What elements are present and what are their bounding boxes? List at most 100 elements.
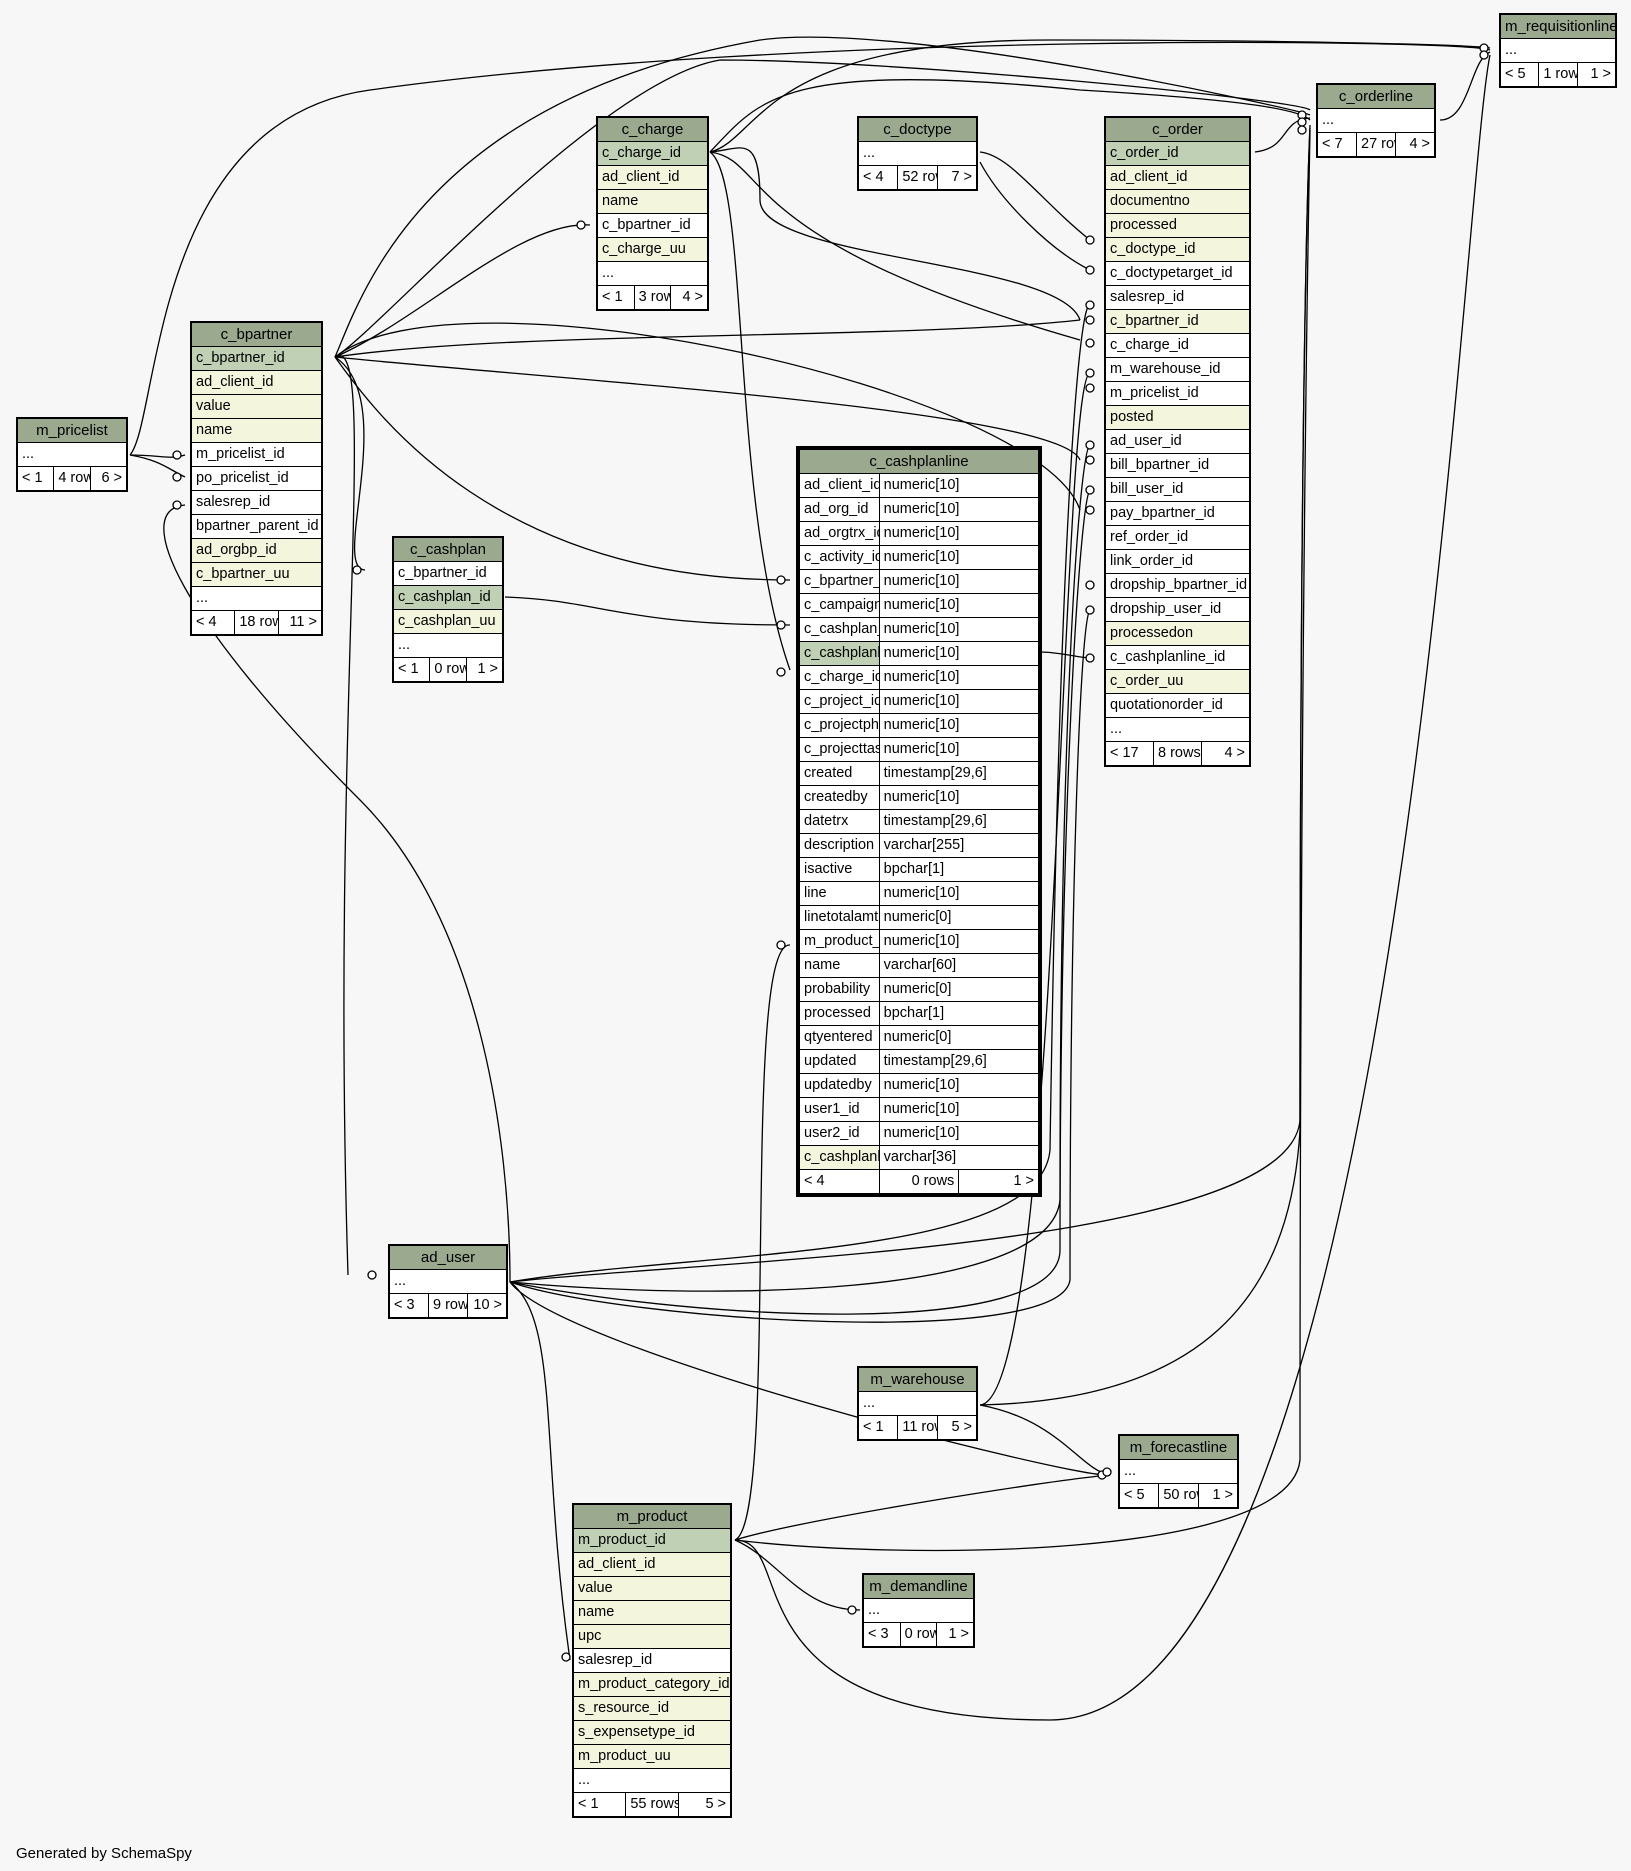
column-name: user2_id [799,1121,880,1146]
table-title: ad_user [389,1245,507,1270]
column-name: processed [799,1001,880,1026]
column-row: c_charge_uu [597,237,708,262]
column-row: ... [17,442,127,467]
column-row: ref_order_id [1105,525,1250,550]
table-m-product[interactable]: m_product m_product_id ad_client_id valu… [572,1503,732,1818]
column-name: ad_orgtrx_id [799,521,880,546]
row-count: 18 rows [234,610,279,635]
table-title: c_orderline [1317,84,1435,109]
column-row: c_bpartner_id [393,561,503,586]
column-type: numeric[10] [878,929,1040,954]
parents-count: < 1 [857,1415,899,1440]
column-row: processed [1105,213,1250,238]
column-row: ad_client_id [1105,165,1250,190]
column-name: c_projecttask_id [799,737,880,762]
table-c-cashplan[interactable]: c_cashplan c_bpartner_id c_cashplan_id c… [392,536,504,683]
children-count: 10 > [467,1293,507,1318]
column-row: bill_bpartner_id [1105,453,1250,478]
column-name: name [799,953,880,978]
row-count: 55 rows [625,1792,679,1817]
parents-count: < 5 [1499,62,1540,87]
column-type: numeric[10] [878,881,1040,906]
column-name: linetotalamt [799,905,880,930]
parents-count: < 1 [16,466,55,491]
column-row: c_charge_id [597,141,708,166]
parents-count: < 3 [389,1293,429,1318]
column-row: ad_client_id [573,1552,731,1577]
children-count: 7 > [936,165,978,190]
row-count: 27 rows [1356,132,1396,157]
column-row: ad_client_id [191,370,322,395]
children-count: 5 > [936,1415,978,1440]
table-c-charge[interactable]: c_charge c_charge_id ad_client_id name c… [596,116,709,311]
children-count: 1 > [958,1169,1039,1194]
column-row: name [573,1600,731,1625]
table-c-bpartner[interactable]: c_bpartner c_bpartner_id ad_client_id va… [190,321,323,636]
column-row: processedon [1105,621,1250,646]
column-row: c_bpartner_id [191,346,322,371]
column-type: timestamp[29,6] [878,1049,1040,1074]
column-name: probability [799,977,880,1002]
column-row: m_pricelist_id [191,442,322,467]
table-title: m_demandline [863,1574,974,1599]
parents-count: < 3 [863,1622,901,1647]
column-row: name [597,189,708,214]
column-type: numeric[10] [878,617,1040,642]
table-c-order[interactable]: c_order c_order_id ad_client_id document… [1104,116,1251,767]
column-row: ... [858,1391,977,1416]
row-count: 0 rows [429,657,467,682]
column-row: ad_user_id [1105,429,1250,454]
column-type: varchar[36] [878,1145,1040,1170]
table-title: c_cashplan [393,537,503,562]
column-type: bpchar[1] [878,1001,1040,1026]
column-name: updated [799,1049,880,1074]
column-row: upc [573,1624,731,1649]
table-c-doctype[interactable]: c_doctype ... < 452 rows7 > [857,116,978,191]
row-count: 50 rows [1158,1483,1199,1508]
table-title: m_requisitionline [1500,14,1616,39]
column-row: value [573,1576,731,1601]
generated-by-label: Generated by SchemaSpy [16,1845,192,1862]
column-type: numeric[0] [878,905,1040,930]
column-type: numeric[10] [878,689,1040,714]
parents-count: < 1 [572,1792,627,1817]
column-row: bpartner_parent_id [191,514,322,539]
table-ad-user[interactable]: ad_user ... < 39 rows10 > [388,1244,508,1319]
column-row: posted [1105,405,1250,430]
column-row: m_product_uu [573,1744,731,1769]
column-row: ... [573,1768,731,1793]
column-row: quotationorder_id [1105,693,1250,718]
column-row: link_order_id [1105,549,1250,574]
children-count: 1 > [936,1622,974,1647]
column-type: numeric[10] [878,569,1040,594]
column-row: po_pricelist_id [191,466,322,491]
column-row: c_cashplan_uu [393,609,503,634]
column-type: numeric[10] [878,641,1040,666]
column-row: c_bpartner_id [597,213,708,238]
table-m-pricelist[interactable]: m_pricelist ... < 14 rows6 > [16,417,128,492]
column-name: isactive [799,857,880,882]
column-row: m_product_id [573,1528,731,1553]
row-count: 0 rows [878,1169,960,1194]
column-row: salesrep_id [573,1648,731,1673]
column-type: timestamp[29,6] [878,761,1040,786]
column-row: s_resource_id [573,1696,731,1721]
children-count: 11 > [277,610,323,635]
column-row: c_doctypetarget_id [1105,261,1250,286]
column-row: name [191,418,322,443]
column-row: m_warehouse_id [1105,357,1250,382]
row-count: 0 rows [899,1622,938,1647]
column-type: numeric[10] [878,665,1040,690]
parents-count: < 4 [799,1169,880,1194]
column-name: datetrx [799,809,880,834]
row-count: 4 rows [53,466,91,491]
column-row: c_cashplan_id [393,585,503,610]
column-row: m_pricelist_id [1105,381,1250,406]
children-count: 1 > [465,657,504,682]
